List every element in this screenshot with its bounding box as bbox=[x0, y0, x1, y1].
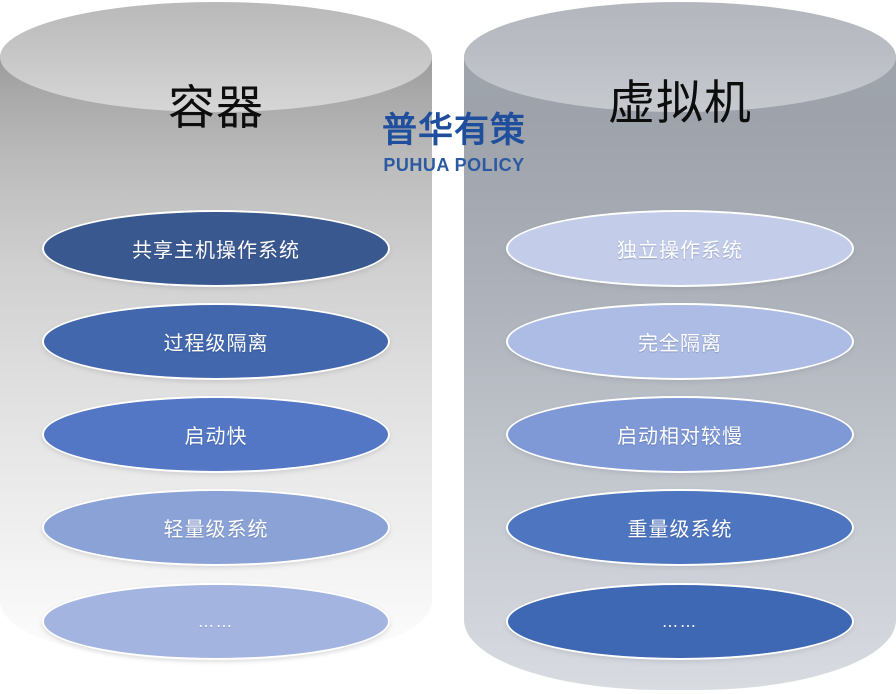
virtual-machine-layer-1[interactable]: 完全隔离 bbox=[506, 303, 854, 380]
container-layer-0-label: 共享主机操作系统 bbox=[132, 238, 300, 262]
container-cylinder: 容器 共享主机操作系统 过程级隔离 启动快 轻量级系统 …… bbox=[0, 0, 432, 694]
virtual-machine-layer-3-label: 重量级系统 bbox=[627, 517, 733, 541]
logo-english-text: PUHUA POLICY bbox=[383, 155, 525, 175]
virtual-machine-cylinder-top bbox=[464, 2, 896, 112]
virtual-machine-layer-4-label: …… bbox=[662, 612, 698, 631]
container-layer-4[interactable]: …… bbox=[42, 583, 390, 660]
virtual-machine-layer-2[interactable]: 启动相对较慢 bbox=[506, 396, 854, 473]
container-layer-1[interactable]: 过程级隔离 bbox=[42, 303, 390, 380]
container-layer-0[interactable]: 共享主机操作系统 bbox=[42, 210, 390, 287]
container-layer-2[interactable]: 启动快 bbox=[42, 396, 390, 473]
container-title: 容器 bbox=[168, 81, 264, 136]
logo-chinese-text: 普华有策 bbox=[381, 111, 526, 151]
container-layer-2-label: 启动快 bbox=[184, 424, 248, 448]
container-cylinder-top bbox=[0, 2, 432, 112]
virtual-machine-title: 虚拟机 bbox=[608, 76, 752, 131]
virtual-machine-layer-3[interactable]: 重量级系统 bbox=[506, 489, 854, 566]
container-layer-3-label: 轻量级系统 bbox=[163, 517, 269, 541]
container-layer-3[interactable]: 轻量级系统 bbox=[42, 489, 390, 566]
virtual-machine-layer-1-label: 完全隔离 bbox=[638, 331, 722, 355]
container-layer-4-label: …… bbox=[198, 612, 234, 631]
virtual-machine-layer-0[interactable]: 独立操作系统 bbox=[506, 210, 854, 287]
puhua-policy-logo: 普华有策 PUHUA POLICY bbox=[372, 111, 536, 175]
virtual-machine-layer-2-label: 启动相对较慢 bbox=[617, 424, 743, 448]
virtual-machine-layer-0-label: 独立操作系统 bbox=[617, 238, 743, 262]
container-layer-1-label: 过程级隔离 bbox=[163, 331, 269, 355]
virtual-machine-layer-4[interactable]: …… bbox=[506, 583, 854, 660]
virtual-machine-cylinder: 虚拟机 独立操作系统 完全隔离 启动相对较慢 重量级系统 …… bbox=[464, 0, 896, 694]
